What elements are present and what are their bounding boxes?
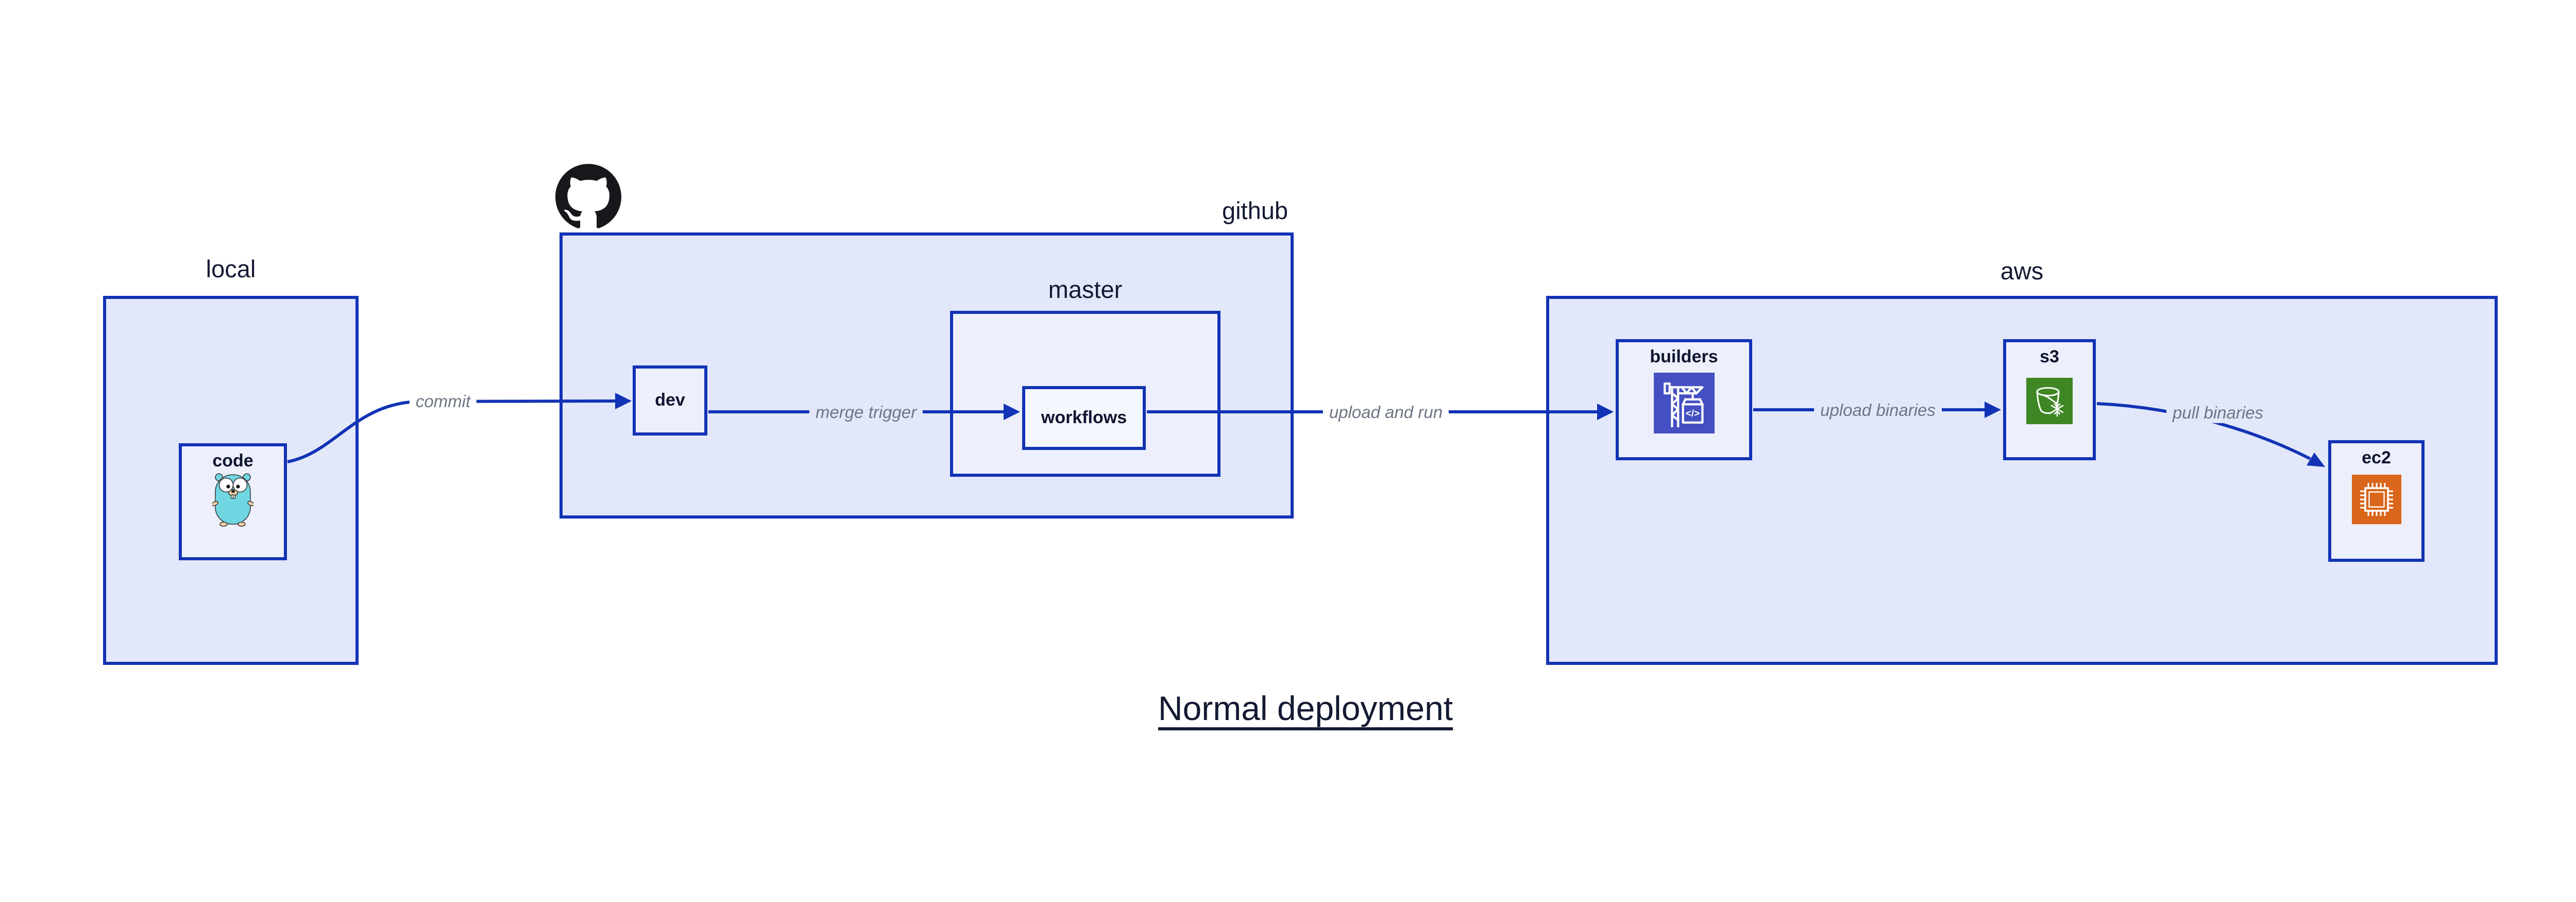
code-node: code bbox=[179, 443, 287, 560]
workflows-node: workflows bbox=[1022, 386, 1146, 450]
code-glyph: </> bbox=[1685, 408, 1699, 419]
dev-node-label: dev bbox=[655, 390, 685, 410]
edge-label-pull-binaries: pull binaries bbox=[2166, 402, 2270, 424]
github-container-label: github bbox=[1222, 197, 1288, 224]
dev-node: dev bbox=[633, 365, 707, 436]
builders-node-label: builders bbox=[1650, 347, 1718, 366]
edge-label-upload-binaries: upload binaries bbox=[1814, 399, 1942, 421]
edge-label-upload-and-run: upload and run bbox=[1323, 402, 1449, 423]
local-container-label: local bbox=[206, 255, 256, 282]
code-node-label: code bbox=[212, 451, 253, 471]
ec2-node-label: ec2 bbox=[2362, 448, 2391, 467]
edge-label-commit: commit bbox=[409, 391, 477, 412]
ec2-node: ec2 bbox=[2328, 440, 2425, 562]
builders-node: builders </> bbox=[1616, 339, 1752, 460]
s3-node-label: s3 bbox=[2040, 347, 2059, 366]
edge-label-merge-trigger: merge trigger bbox=[809, 402, 923, 423]
workflows-node-label: workflows bbox=[1041, 408, 1127, 428]
master-container-label: master bbox=[1048, 276, 1123, 303]
ec2-chip-icon bbox=[2351, 475, 2401, 527]
aws-container-label: aws bbox=[2000, 257, 2044, 285]
s3-glacier-bucket-icon bbox=[2026, 378, 2073, 427]
s3-node: s3 bbox=[2003, 339, 2096, 460]
github-octocat-icon bbox=[555, 164, 621, 232]
codebuild-crane-icon: </> bbox=[1653, 373, 1715, 436]
go-gopher-icon bbox=[211, 471, 255, 530]
diagram-title: Normal deployment bbox=[1158, 689, 1453, 727]
edge-commit bbox=[287, 393, 632, 463]
